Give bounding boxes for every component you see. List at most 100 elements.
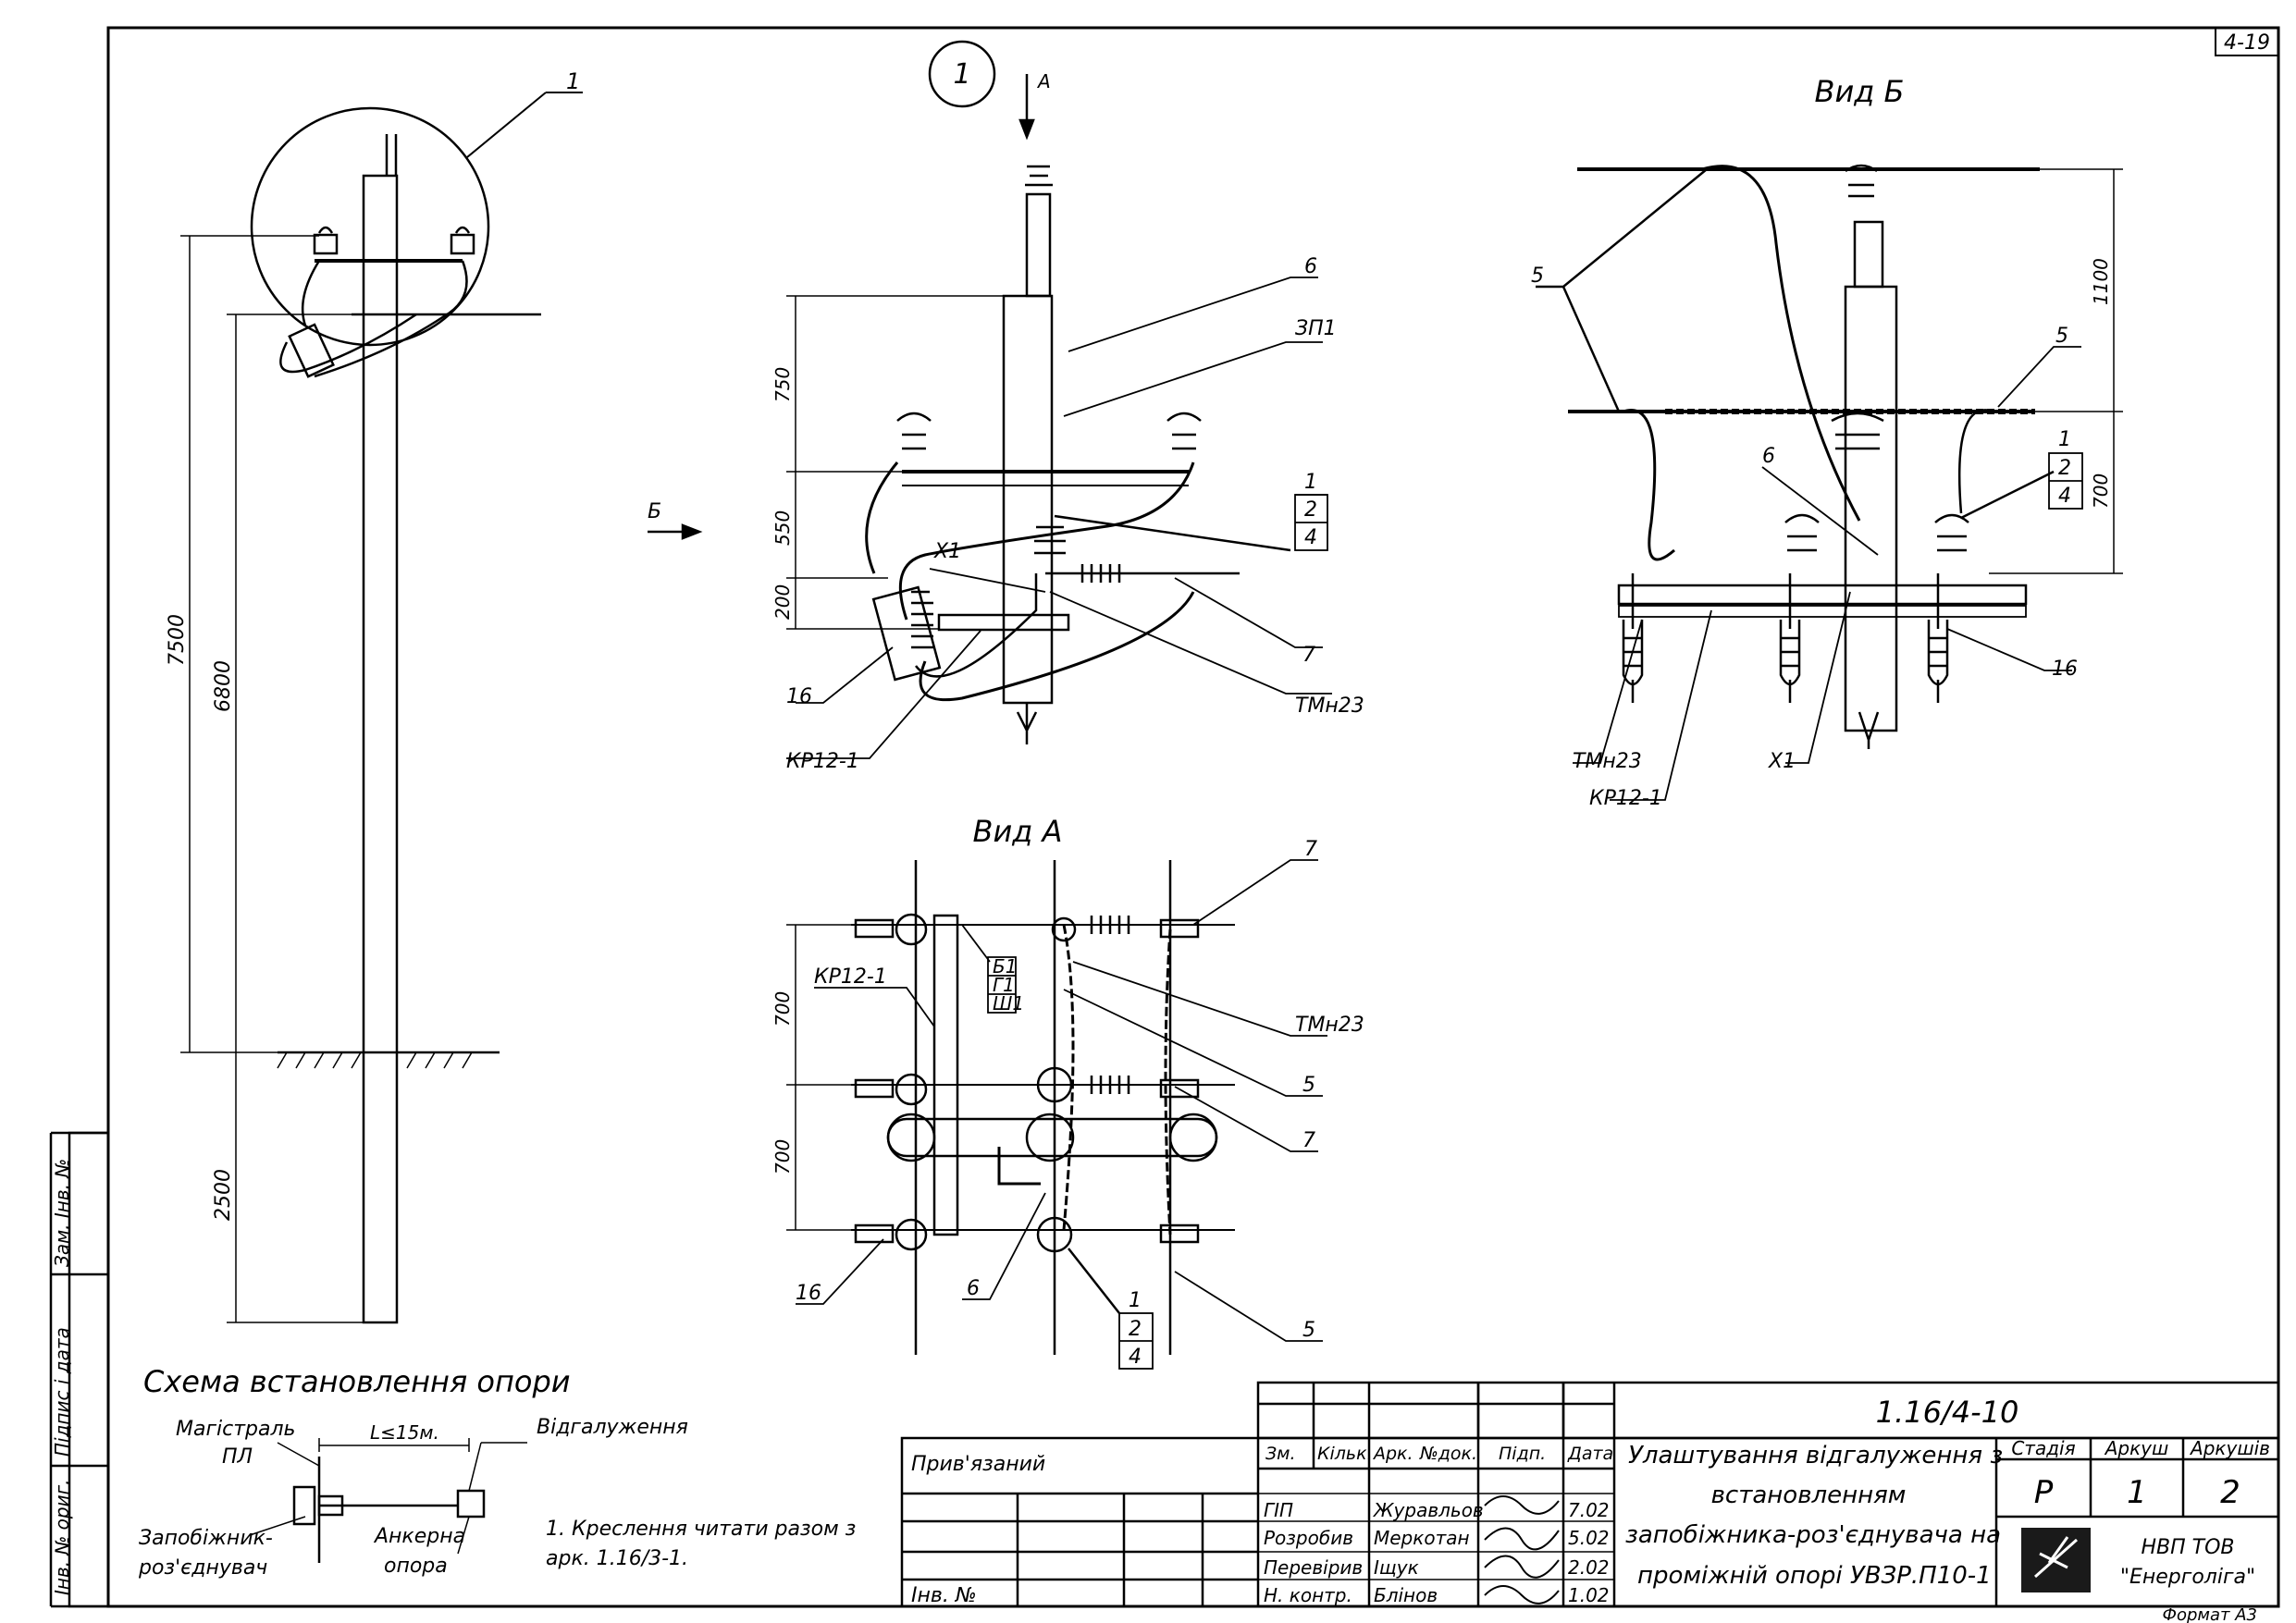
view-a-title: Вид А — [973, 814, 1063, 849]
dim-2500: 2500 — [212, 1169, 235, 1221]
d1-dim-750: 750 — [772, 367, 794, 402]
scheme-title: Схема встановлення опори — [143, 1364, 571, 1399]
vb-label-5b: 5 — [2055, 325, 2068, 348]
note-line-1: 1. Креслення читати разом з — [546, 1518, 856, 1541]
format-label: Формат А3 — [2162, 1605, 2257, 1623]
tb-name-2: Меркотан — [1374, 1527, 1470, 1549]
va-label-b1: Б1 — [993, 955, 1017, 977]
tb-sheet: 1 — [2127, 1474, 2147, 1511]
va-label-7b: 7 — [1302, 1129, 1315, 1152]
tb-name-1: Журавльов — [1372, 1499, 1484, 1521]
pole-elevation — [180, 92, 583, 1324]
va-label-5a: 5 — [1302, 1074, 1315, 1097]
scheme-mainline: Магістраль — [176, 1418, 296, 1441]
dim-6800: 6800 — [212, 660, 235, 712]
d1-label-tmn23: ТМн23 — [1295, 695, 1364, 718]
stamp-sign-date: Підпис і дата — [51, 1327, 73, 1457]
tb-date-2: 5.02 — [1568, 1527, 1610, 1549]
vb-dim-700: 700 — [2090, 473, 2112, 509]
tb-role-4: Н. контр. — [1264, 1584, 1352, 1606]
tb-col-ndok: №док. — [1419, 1444, 1477, 1464]
dim-7500: 7500 — [166, 614, 189, 666]
sheet-code: 4-19 — [2224, 31, 2270, 55]
tb-title-1: Улаштування відгалуження з — [1628, 1442, 2003, 1469]
tb-role-2: Розробив — [1264, 1527, 1353, 1549]
va-label-g1: Г1 — [993, 974, 1015, 996]
view-arrow-b-label: Б — [648, 500, 661, 523]
installation-scheme — [249, 1438, 527, 1563]
va-frac-1: 1 — [1129, 1289, 1142, 1312]
tb-col-kilk: Кільк. — [1317, 1444, 1373, 1464]
scheme-anchor-2: опора — [384, 1555, 448, 1578]
d1-label-16: 16 — [786, 685, 812, 708]
tb-date-3: 2.02 — [1568, 1556, 1610, 1579]
callout-number: 1 — [953, 58, 970, 91]
va-frac-2: 2 — [1129, 1318, 1142, 1341]
d1-label-6: 6 — [1304, 255, 1317, 278]
scheme-branch: Відгалуження — [537, 1416, 688, 1439]
tb-sheets-label: Аркушів — [2189, 1437, 2270, 1459]
view-arrow-a-label: А — [1036, 70, 1051, 92]
va-label-16: 16 — [796, 1282, 821, 1305]
tb-date-1: 7.02 — [1568, 1499, 1610, 1521]
tb-date-4: 1.02 — [1568, 1584, 1610, 1606]
va-frac-4: 4 — [1129, 1346, 1142, 1369]
tb-title-2: встановленням — [1711, 1482, 1907, 1509]
d1-label-kr12: КР12-1 — [786, 750, 859, 773]
view-b-title: Вид Б — [1815, 74, 1905, 109]
view-b — [1536, 164, 2123, 801]
tb-col-data: Дата — [1567, 1444, 1613, 1464]
vb-dim-1100: 1100 — [2090, 258, 2112, 305]
title-block — [900, 1381, 2280, 1608]
tb-col-zm: Зм. — [1265, 1444, 1296, 1464]
tb-inv-no: Інв. № — [911, 1584, 977, 1607]
d1-frac-2: 2 — [1304, 498, 1317, 522]
d1-label-zp1: ЗП1 — [1295, 317, 1337, 340]
tb-sheet-label: Аркуш — [2104, 1437, 2169, 1459]
va-label-6: 6 — [967, 1277, 980, 1300]
vb-label-6: 6 — [1762, 445, 1775, 468]
vb-label-tmn23: ТМн23 — [1573, 750, 1642, 773]
stamp-inv-orig: Інв. № ориг. — [51, 1480, 73, 1595]
sheet-code-box — [2215, 27, 2279, 56]
vb-label-5a: 5 — [1531, 264, 1544, 288]
view-a — [786, 859, 1327, 1370]
va-label-kr12: КР12-1 — [814, 965, 887, 989]
va-dim-700a: 700 — [772, 991, 794, 1027]
tb-code: 1.16/4-10 — [1876, 1395, 2019, 1430]
pole-callout-label: 1 — [566, 68, 580, 94]
tb-col-ark: Арк. — [1372, 1444, 1413, 1464]
d1-dim-550: 550 — [772, 510, 794, 546]
d1-frac-1: 1 — [1304, 471, 1317, 494]
note-line-2: арк. 1.16/3-1. — [546, 1547, 688, 1570]
vb-label-16: 16 — [2052, 658, 2078, 681]
tb-stage: Р — [2034, 1474, 2054, 1511]
tb-org-2: "Енерголіга" — [2120, 1566, 2255, 1589]
tb-title-3: запобіжника-роз'єднувача на — [1625, 1521, 2001, 1549]
va-dim-700b: 700 — [772, 1139, 794, 1174]
va-label-5b: 5 — [1302, 1319, 1315, 1342]
va-label-tmn23: ТМн23 — [1295, 1014, 1364, 1037]
tb-tied: Прив'язаний — [911, 1453, 1045, 1476]
vb-label-kr12: КР12-1 — [1589, 787, 1662, 810]
d1-dim-200: 200 — [772, 584, 794, 620]
scheme-fuse-1: Запобіжник- — [139, 1527, 273, 1550]
tb-stage-label: Стадія — [2011, 1437, 2075, 1459]
tb-role-3: Перевірив — [1264, 1556, 1363, 1579]
scheme-anchor-1: Анкерна — [373, 1525, 465, 1548]
tb-role-1: ГІП — [1264, 1499, 1293, 1521]
scheme-fuse-2: роз'єднувач — [138, 1556, 267, 1580]
tb-name-3: Іщук — [1374, 1556, 1419, 1579]
vb-frac-2: 2 — [2058, 457, 2071, 480]
tb-title-4: проміжній опорі УВЗР.П10-1 — [1637, 1562, 1992, 1590]
va-label-7a: 7 — [1304, 838, 1317, 861]
scheme-length: L≤15м. — [370, 1421, 439, 1444]
tb-org-1: НВП ТОВ — [2141, 1536, 2234, 1559]
d1-label-x1: Х1 — [933, 540, 961, 563]
d1-frac-4: 4 — [1304, 526, 1317, 549]
tb-col-pidp: Підп. — [1499, 1444, 1546, 1464]
side-stamp — [49, 1131, 110, 1608]
scheme-mainline-2: ПЛ — [222, 1445, 253, 1469]
